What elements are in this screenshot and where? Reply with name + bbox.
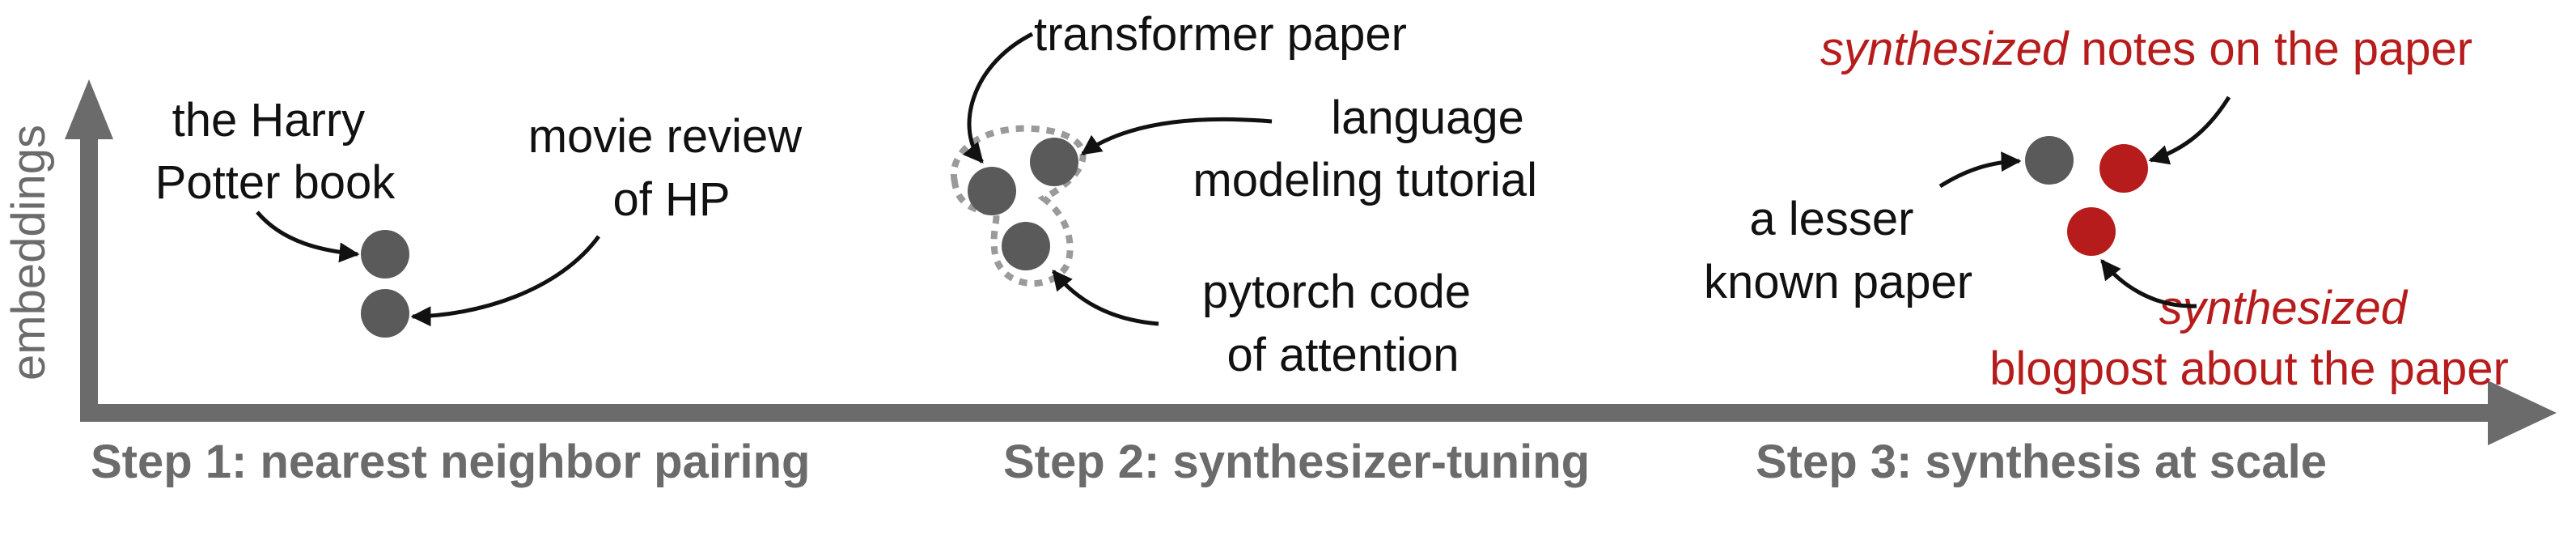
harry-potter-book-dot bbox=[361, 230, 409, 278]
synthesized-notes-label: synthesized notes on the paper bbox=[1820, 23, 2472, 75]
movie-review-dot bbox=[361, 289, 409, 338]
synthesized-blogpost-label: synthesized blogpost about the paper bbox=[1989, 282, 2509, 395]
movie-review-line-1: movie review bbox=[528, 110, 803, 163]
harry-potter-book-line-2: Potter book bbox=[155, 156, 396, 209]
harry-potter-book-arrow bbox=[256, 210, 360, 263]
harry-potter-book-line-1: the Harry bbox=[172, 94, 366, 147]
synthesized-blogpost-line-1: synthesized bbox=[2159, 282, 2409, 334]
step-2-label: Step 2: synthesizer-tuning bbox=[1003, 436, 1590, 488]
axes: embeddings bbox=[2, 79, 2557, 445]
step-1-panel: the Harry Potter book movie review of HP bbox=[155, 94, 816, 338]
step-3-label: Step 3: synthesis at scale bbox=[1756, 436, 2327, 488]
lm-tutorial-line-1: language bbox=[1331, 91, 1524, 144]
transformer-paper-arrow bbox=[962, 32, 1034, 164]
synthesized-notes-rest: notes on the paper bbox=[2068, 23, 2472, 75]
pytorch-code-line-2: of attention bbox=[1227, 329, 1460, 381]
synthesized-blogpost-arrow bbox=[2100, 259, 2197, 308]
lm-tutorial-line-2: modeling tutorial bbox=[1193, 154, 1537, 206]
harry-potter-book-label: the Harry Potter book bbox=[155, 94, 396, 209]
pytorch-code-line-1: pytorch code bbox=[1202, 266, 1471, 318]
step-1-label: Step 1: nearest neighbor pairing bbox=[91, 436, 810, 488]
x-axis-arrowhead bbox=[2488, 381, 2557, 445]
step-2-panel: transformer paper language modeling tuto… bbox=[950, 8, 1537, 381]
step-3-panel: synthesized notes on the paper a lesser … bbox=[1704, 23, 2509, 395]
pytorch-code-arrow bbox=[1052, 270, 1159, 326]
transformer-paper-dot bbox=[968, 167, 1016, 215]
movie-review-label: movie review of HP bbox=[528, 110, 816, 226]
synthesized-notes-dot bbox=[2099, 144, 2148, 193]
lesser-known-paper-label: a lesser known paper bbox=[1704, 193, 1972, 308]
y-axis-arrowhead bbox=[65, 79, 113, 139]
pytorch-code-label: pytorch code of attention bbox=[1202, 266, 1484, 381]
y-axis-label: embeddings bbox=[2, 125, 55, 381]
movie-review-arrow bbox=[410, 235, 601, 327]
lesser-known-line-1: a lesser bbox=[1749, 193, 1913, 245]
pytorch-code-dot bbox=[1002, 222, 1050, 270]
movie-review-line-2: of HP bbox=[612, 173, 730, 226]
synthesized-blogpost-dot bbox=[2067, 207, 2116, 256]
similar-documents-group-outline bbox=[950, 125, 1087, 287]
lesser-known-line-2: known paper bbox=[1704, 256, 1972, 308]
lm-tutorial-dot bbox=[1030, 138, 1078, 186]
lm-tutorial-label: language modeling tutorial bbox=[1193, 91, 1537, 206]
synthesized-notes-italic: synthesized bbox=[1820, 23, 2070, 75]
lm-tutorial-arrow bbox=[1080, 117, 1273, 156]
synthesized-notes-arrow bbox=[2148, 96, 2231, 165]
transformer-paper-label: transformer paper bbox=[1034, 8, 1407, 61]
lesser-known-paper-arrow bbox=[1938, 151, 2022, 189]
synthesized-blogpost-line-2: blogpost about the paper bbox=[1989, 342, 2509, 395]
lesser-known-paper-dot bbox=[2025, 136, 2074, 185]
